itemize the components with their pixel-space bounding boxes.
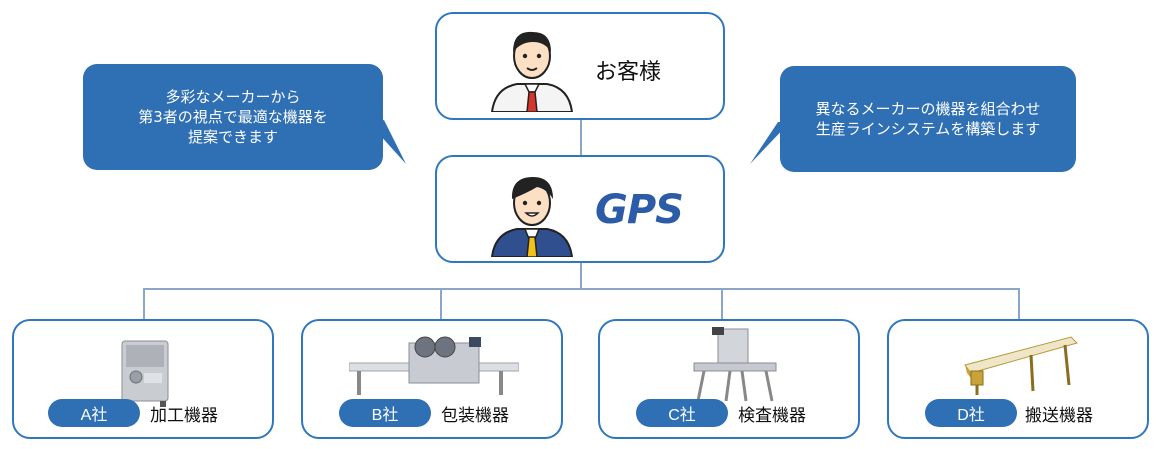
connector-mid-bus [580, 263, 582, 289]
company-badge-d: D社 [925, 399, 1017, 427]
gps-logo: GPS [595, 187, 684, 233]
equipment-label-d: 搬送機器 [1025, 406, 1093, 426]
company-badge-b: B社 [339, 399, 431, 427]
left-bubble-line-2: 第3者の視点で最適な機器を [138, 108, 328, 126]
connector-bus [143, 288, 1020, 290]
connector-b [440, 288, 442, 319]
staff-person-icon [490, 177, 574, 257]
customer-node: お客様 [435, 12, 725, 120]
right-bubble-line-1: 異なるメーカーの機器を組合わせ [815, 100, 1041, 118]
connector-a [143, 288, 145, 319]
left-speech-bubble: 多彩なメーカーから 第3者の視点で最適な機器を 提案できます [83, 64, 383, 170]
conveyor-machine-icon [964, 336, 1078, 395]
maker-node-c: C社 検査機器 [598, 319, 860, 439]
packaging-machine-icon [349, 336, 519, 395]
left-bubble-line-1: 多彩なメーカーから [165, 88, 301, 106]
company-badge-c: C社 [636, 399, 728, 427]
gps-node: GPS [435, 155, 725, 263]
equipment-label-a: 加工機器 [150, 406, 218, 426]
maker-node-d: D社 搬送機器 [887, 319, 1149, 439]
equipment-label-c: 検査機器 [738, 406, 806, 426]
right-speech-bubble: 異なるメーカーの機器を組合わせ 生産ラインシステムを構築します [780, 66, 1076, 172]
right-bubble-tail [750, 122, 790, 164]
customer-person-icon [490, 31, 574, 112]
equipment-label-b: 包装機器 [441, 406, 509, 426]
customer-label: お客様 [595, 60, 662, 85]
connector-d [1018, 288, 1020, 319]
company-badge-a: A社 [48, 399, 140, 427]
maker-node-b: B社 包装機器 [301, 319, 563, 439]
left-bubble-line-3: 提案できます [187, 128, 278, 146]
connector-top-mid [580, 120, 582, 155]
left-bubble-tail [370, 120, 406, 164]
right-bubble-line-2: 生産ラインシステムを構築します [815, 120, 1041, 138]
inspection-machine-icon [693, 327, 777, 402]
maker-node-a: A社 加工機器 [12, 319, 274, 439]
connector-c [721, 288, 723, 319]
processing-machine-icon [121, 340, 169, 407]
